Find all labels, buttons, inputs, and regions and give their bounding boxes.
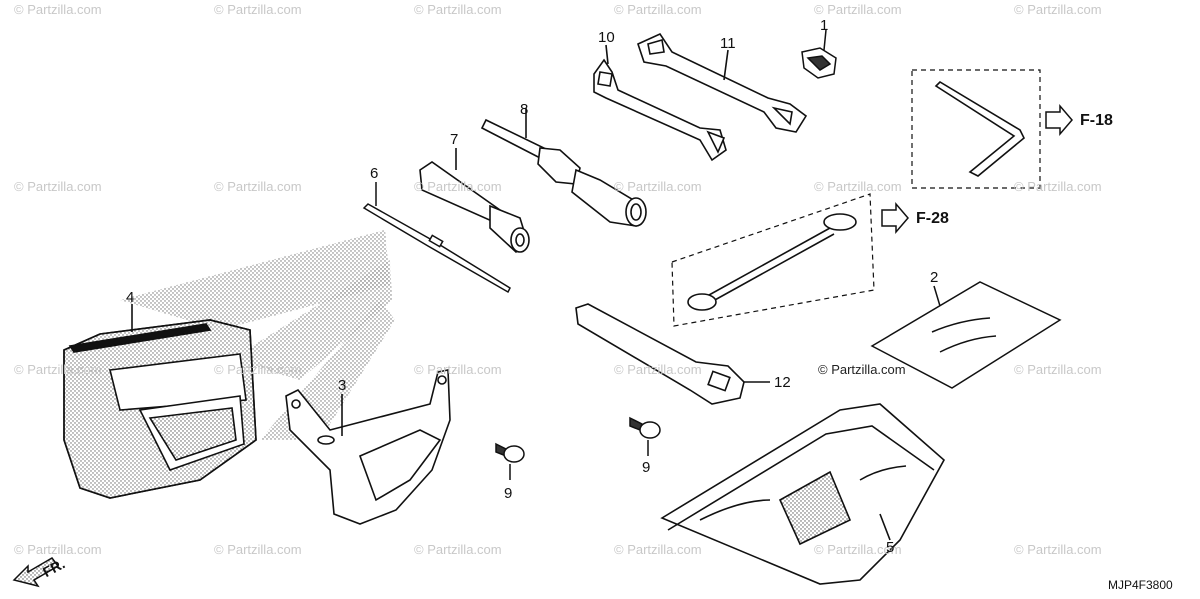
callout-10: 10 <box>598 29 615 46</box>
callout-3: 3 <box>338 377 347 394</box>
watermark: © Partzilla.com <box>14 362 102 377</box>
diagram-code: MJP4F3800 <box>1108 578 1173 592</box>
watermark: © Partzilla.com <box>614 179 702 194</box>
front-arrow <box>12 557 60 588</box>
watermark: © Partzilla.com <box>14 542 102 557</box>
watermark: © Partzilla.com <box>414 542 502 557</box>
part-1-clip <box>801 29 837 79</box>
watermark: © Partzilla.com <box>1014 179 1102 194</box>
part-8-box-wrench <box>480 108 647 227</box>
part-7-handle <box>419 148 530 254</box>
part-12-spanner <box>575 303 770 405</box>
watermark: © Partzilla.com <box>214 2 302 17</box>
part-3-bracket <box>285 369 451 525</box>
callout-9a: 9 <box>642 459 651 476</box>
watermark: © Partzilla.com <box>814 179 902 194</box>
watermark: © Partzilla.com <box>614 2 702 17</box>
watermark: © Partzilla.com <box>214 362 302 377</box>
watermark: © Partzilla.com <box>814 542 902 557</box>
callout-4: 4 <box>126 289 135 306</box>
watermark: © Partzilla.com <box>414 179 502 194</box>
callout-11: 11 <box>720 35 736 52</box>
ref-f28-label: F-28 <box>916 210 949 227</box>
watermark: © Partzilla.com <box>414 362 502 377</box>
part-11-wrench <box>637 32 808 133</box>
watermark: © Partzilla.com <box>214 542 302 557</box>
watermark: © Partzilla.com <box>14 179 102 194</box>
watermark: © Partzilla.com <box>414 2 502 17</box>
callout-2: 2 <box>930 269 939 286</box>
callout-1: 1 <box>820 17 829 34</box>
part-9-screw-a <box>629 416 661 456</box>
watermark: © Partzilla.com <box>614 362 702 377</box>
part-hex-key <box>911 69 1073 189</box>
watermark: © Partzilla.com <box>214 179 302 194</box>
callout-5: 5 <box>886 539 895 556</box>
callout-7: 7 <box>450 131 459 148</box>
watermark: © Partzilla.com <box>14 2 102 17</box>
part-9-screw-b <box>495 442 525 480</box>
watermark: © Partzilla.com <box>814 2 902 17</box>
part-cable <box>671 193 909 327</box>
callout-9b: 9 <box>504 485 513 502</box>
part-5-tool-bag <box>660 403 946 585</box>
callout-12: 12 <box>774 374 791 391</box>
part-4-tool-case <box>63 304 257 499</box>
watermark: © Partzilla.com <box>1014 362 1102 377</box>
part-2-manual <box>870 281 1062 389</box>
watermark: © Partzilla.com <box>1014 2 1102 17</box>
copyright-credit: © Partzilla.com <box>818 362 906 377</box>
part-10-wrench <box>593 44 727 162</box>
watermark: © Partzilla.com <box>1014 542 1102 557</box>
ref-f18-label: F-18 <box>1080 112 1113 129</box>
callout-6: 6 <box>370 165 379 182</box>
part-6-screwdriver <box>362 182 511 294</box>
watermark: © Partzilla.com <box>614 542 702 557</box>
callout-8: 8 <box>520 101 529 118</box>
